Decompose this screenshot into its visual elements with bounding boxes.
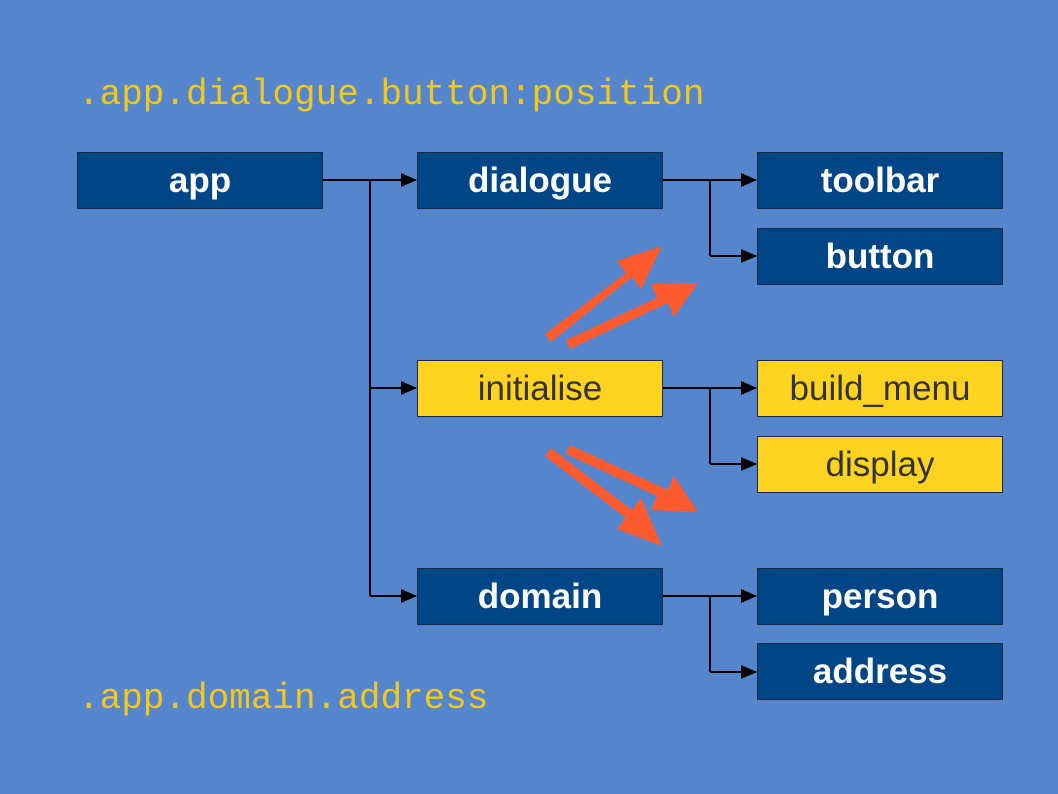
path-bottom: .app.domain.address	[78, 678, 489, 719]
node-display: display	[757, 436, 1003, 493]
orange-arrow-down-1	[545, 448, 662, 546]
node-person: person	[757, 568, 1003, 625]
orange-arrow-up-2	[566, 283, 698, 349]
node-initialise: initialise	[417, 360, 663, 417]
node-build-menu: build_menu	[757, 360, 1003, 417]
node-toolbar: toolbar	[757, 152, 1003, 209]
orange-arrow-up-1	[545, 246, 662, 342]
orange-arrow-down-2	[566, 445, 698, 512]
node-domain: domain	[417, 568, 663, 625]
node-address: address	[757, 643, 1003, 700]
node-dialogue: dialogue	[417, 152, 663, 209]
path-top: .app.dialogue.button:position	[78, 74, 705, 115]
node-app: app	[77, 152, 323, 209]
node-button: button	[757, 228, 1003, 285]
